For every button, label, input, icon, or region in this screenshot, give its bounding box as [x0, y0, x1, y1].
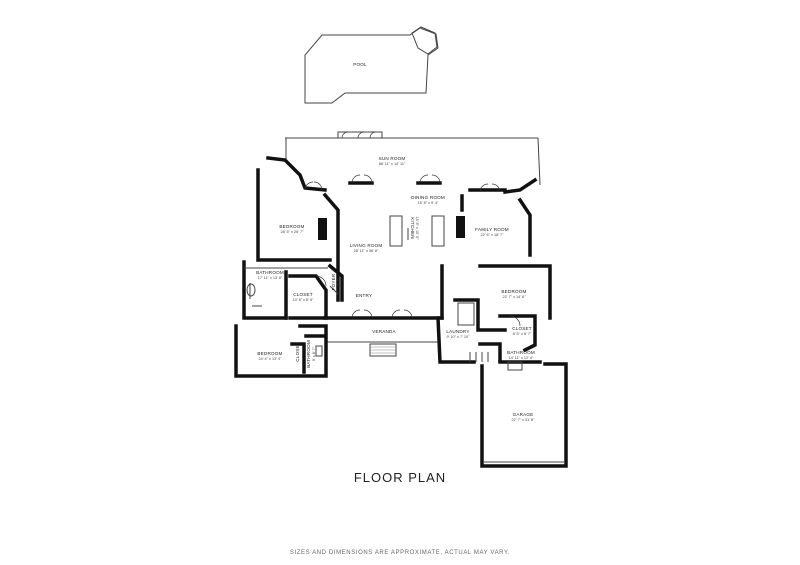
- family-room-label: FAMILY ROOM: [475, 227, 509, 232]
- bedroom-e-dims: 22' 7" x 14' 6": [503, 295, 527, 299]
- garage-label: GARAGE: [513, 412, 534, 417]
- entry-label: ENTRY: [356, 293, 373, 298]
- room-labels: DINING ROOM 15' 8" x 9' 4" BEDROOM 28' 5…: [256, 195, 535, 422]
- bathroom-w-dims: 17' 11" x 13' 8": [258, 276, 283, 280]
- garage-dims: 22' 7" x 31' 8": [512, 418, 536, 422]
- pool-label: POOL: [353, 62, 367, 67]
- sun-room-walls: SUN ROOM 86' 11" x 14' 11": [266, 131, 541, 194]
- closet-e-dims: 8' 5" x 6' 7": [513, 332, 532, 336]
- laundry-label: LAUNDRY: [446, 329, 469, 334]
- living-room-dims: 28' 11" x 36' 8": [354, 249, 379, 253]
- bedroom-e-label: BEDROOM: [501, 289, 526, 294]
- bathroom-w-label: BATHROOM: [256, 270, 284, 275]
- bathroom-e-dims: 14' 11" x 12' 4": [509, 356, 534, 360]
- kitchen-label: KITCHEN: [410, 217, 415, 239]
- dining-room-dims: 15' 8" x 9' 4": [418, 201, 439, 205]
- laundry-dims: 9' 10" x 7' 10": [447, 335, 471, 339]
- bathroom-sw-dims: 9' x 8' 7": [312, 346, 316, 361]
- living-room-label: LIVING ROOM: [350, 243, 383, 248]
- veranda-label: VERANDA: [372, 329, 396, 334]
- closet-w-label: CLOSET: [293, 292, 313, 297]
- dining-room-label: DINING ROOM: [411, 195, 445, 200]
- closet-w-dims: 10' 8" x 8' 5": [293, 298, 314, 302]
- sun-room-label: SUN ROOM: [379, 156, 406, 161]
- family-room-dims: 22' 6" x 18' 7": [481, 233, 505, 237]
- floor-plan-title: FLOOR PLAN: [353, 470, 447, 485]
- kitchen-dims: 15' 8" x 10' 5": [415, 217, 419, 241]
- bedroom-nw-label: BEDROOM: [279, 224, 304, 229]
- closet-e-label: CLOSET: [512, 326, 532, 331]
- foyer-label: FOYER: [331, 273, 336, 290]
- bedroom-nw-dims: 28' 5" x 26' 7": [281, 230, 305, 234]
- sun-room-dims: 86' 11" x 14' 11": [379, 162, 406, 166]
- pool: POOL: [304, 26, 439, 104]
- bathroom-e-label: BATHROOM: [507, 350, 535, 355]
- bathroom-sw-label: BATHROOM: [306, 340, 311, 368]
- main-walls: [234, 168, 568, 468]
- bedroom-sw-dims: 24' 4" x 13' 9": [259, 357, 283, 361]
- disclaimer-text: SIZES AND DIMENSIONS ARE APPROXIMATE, AC…: [289, 550, 511, 556]
- bedroom-sw-label: BEDROOM: [257, 351, 282, 356]
- closet-sw-label: CLOSET: [295, 342, 300, 362]
- foyer-dims: 5' 7": [337, 278, 341, 286]
